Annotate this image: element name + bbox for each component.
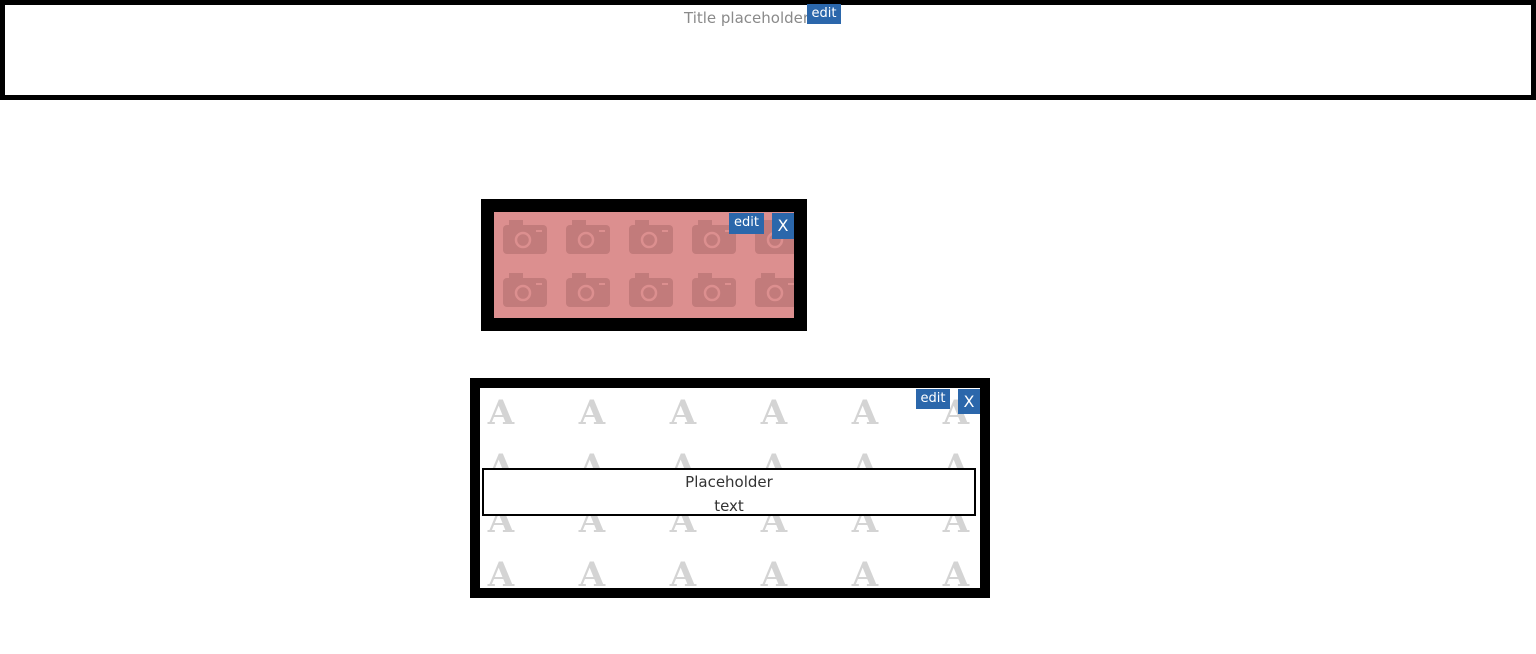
placeholder-text-box[interactable]: Placeholder text — [482, 468, 976, 516]
image-edit-button[interactable]: edit — [729, 213, 764, 234]
letter-a-icon: A — [851, 393, 879, 433]
letter-a-icon: A — [942, 555, 970, 588]
image-close-button[interactable]: X — [772, 213, 794, 239]
placeholder-text-line2: text — [714, 497, 744, 515]
title-edit-button[interactable]: edit — [807, 4, 841, 24]
letter-a-icon: A — [760, 555, 788, 588]
letter-a-icon: A — [578, 393, 606, 433]
text-close-button[interactable]: X — [958, 389, 980, 414]
letter-a-icon: A — [669, 393, 697, 433]
letter-a-icon: A — [669, 555, 697, 588]
letter-a-icon: A — [487, 555, 515, 588]
letter-a-icon: A — [578, 555, 606, 588]
letter-a-icon: A — [487, 393, 515, 433]
placeholder-text-line1: Placeholder — [685, 473, 773, 491]
text-edit-button[interactable]: edit — [916, 389, 950, 409]
letter-a-icon: A — [760, 393, 788, 433]
title-text: Title placeholder — [684, 9, 810, 27]
title-block — [0, 0, 1536, 100]
letter-a-icon: A — [851, 555, 879, 588]
